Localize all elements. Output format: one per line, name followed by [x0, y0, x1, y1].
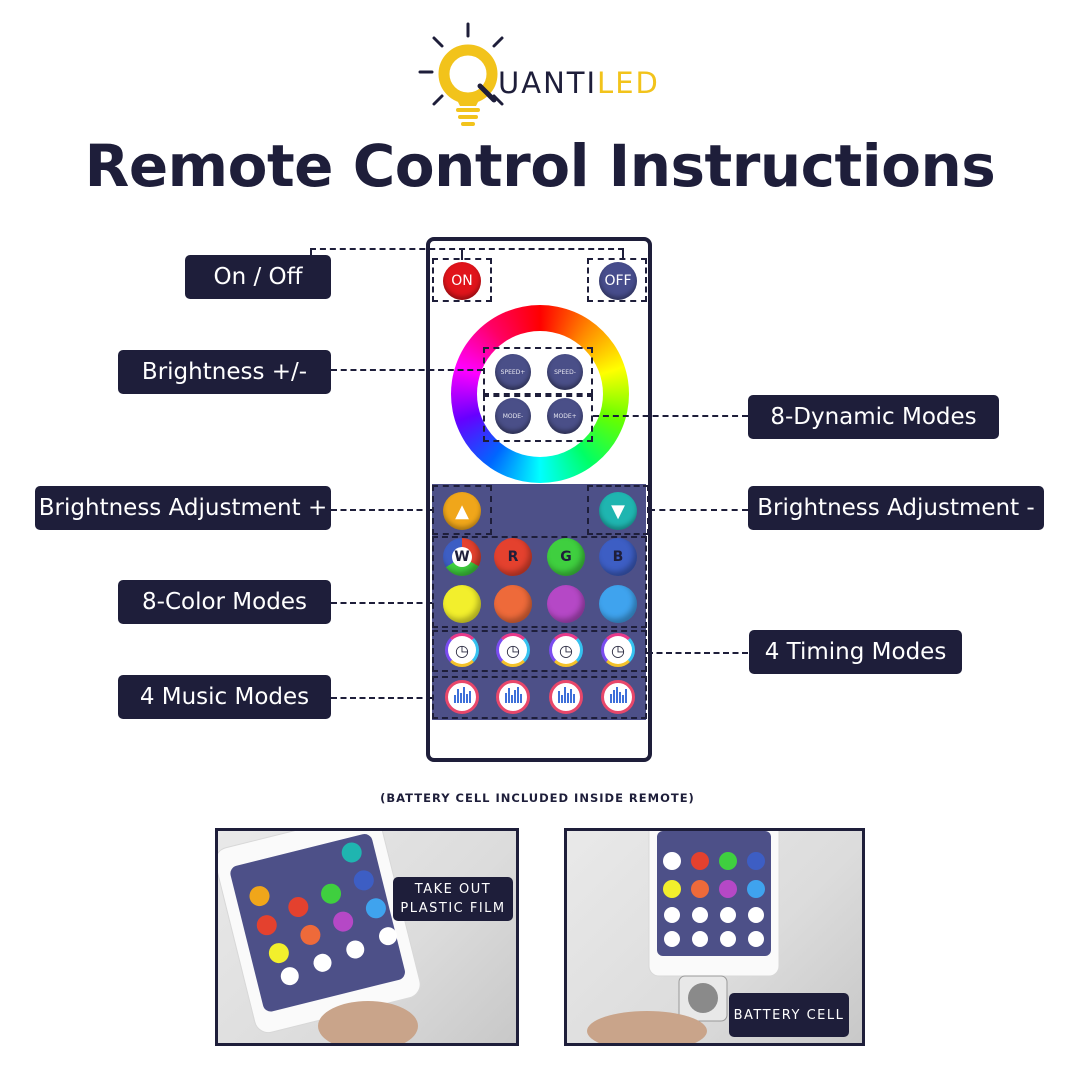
color-button-white[interactable]: W: [443, 538, 481, 576]
color-button-purple[interactable]: [547, 585, 585, 623]
page-title: Remote Control Instructions: [84, 132, 996, 200]
clock-icon: ◷: [506, 640, 520, 660]
arrow-down-icon: ▼: [611, 500, 625, 522]
connector-line: [331, 697, 432, 699]
color-button-orange[interactable]: [494, 585, 532, 623]
label-brightness-pm: Brightness +/-: [118, 350, 331, 394]
brand-logo: UANTILED: [410, 20, 680, 135]
color-button-green[interactable]: G: [547, 538, 585, 576]
mode-prev-button[interactable]: MODE-: [495, 398, 531, 434]
arrow-up-icon: ▲: [455, 500, 469, 522]
speed-down-button[interactable]: SPEED-: [547, 354, 583, 390]
timer-button-4[interactable]: ◷: [601, 633, 635, 667]
off-highlight-box: [587, 258, 647, 302]
music-button-3[interactable]: [549, 680, 583, 714]
speed-up-button[interactable]: SPEED+: [495, 354, 531, 390]
on-highlight-box: [432, 258, 492, 302]
music-button-4[interactable]: [601, 680, 635, 714]
battery-note: (BATTERY CELL INCLUDED INSIDE REMOTE): [380, 791, 695, 805]
brand-name-part1: UANTI: [498, 66, 598, 100]
label-color-modes: 8-Color Modes: [118, 580, 331, 624]
on-button[interactable]: ON: [443, 262, 481, 300]
timing-modes-highlight-box: [432, 630, 647, 672]
color-button-label: W: [452, 547, 472, 567]
tag-take-out-film: TAKE OUT PLASTIC FILM: [393, 877, 513, 921]
tag-battery-cell: BATTERY CELL: [729, 993, 849, 1037]
remote-photo-illustration: [218, 831, 421, 1043]
connector-line: [461, 248, 463, 260]
connector-line: [331, 369, 483, 371]
connector-line: [593, 415, 748, 417]
timer-button-1[interactable]: ◷: [445, 633, 479, 667]
off-button[interactable]: OFF: [599, 262, 637, 300]
music-button-1[interactable]: [445, 680, 479, 714]
label-brightness-up: Brightness Adjustment +: [35, 486, 331, 530]
mode-next-button[interactable]: MODE+: [547, 398, 583, 434]
color-button-blue[interactable]: B: [599, 538, 637, 576]
connector-line: [331, 602, 432, 604]
brightness-down-button[interactable]: ▼: [599, 492, 637, 530]
connector-line: [331, 509, 432, 511]
remote-photo-illustration: [587, 831, 780, 1043]
brightness-pm-highlight-box: [483, 347, 593, 395]
connector-line: [310, 248, 312, 260]
color-button-light-blue[interactable]: [599, 585, 637, 623]
lightbulb-icon: [418, 22, 504, 126]
label-brightness-down: Brightness Adjustment -: [748, 486, 1044, 530]
clock-icon: ◷: [559, 640, 573, 660]
timer-button-3[interactable]: ◷: [549, 633, 583, 667]
connector-line: [649, 509, 748, 511]
music-button-2[interactable]: [496, 680, 530, 714]
connector-line: [622, 248, 624, 260]
connector-line: [647, 652, 748, 654]
brand-name: UANTILED: [498, 66, 660, 100]
label-music-modes: 4 Music Modes: [118, 675, 331, 719]
photo-remove-film: TAKE OUT PLASTIC FILM: [215, 828, 519, 1046]
color-modes-highlight-box: [432, 536, 647, 628]
label-dynamic-modes: 8-Dynamic Modes: [748, 395, 999, 439]
label-timing-modes: 4 Timing Modes: [749, 630, 962, 674]
brand-name-part2: LED: [597, 66, 660, 100]
music-modes-highlight-box: [432, 676, 647, 719]
timer-button-2[interactable]: ◷: [496, 633, 530, 667]
color-button-red[interactable]: R: [494, 538, 532, 576]
brightness-up-button[interactable]: ▲: [443, 492, 481, 530]
photo-battery-cell: BATTERY CELL: [564, 828, 865, 1046]
clock-icon: ◷: [611, 640, 625, 660]
label-on-off: On / Off: [185, 255, 331, 299]
dynamic-modes-highlight-box: [483, 395, 593, 442]
brightness-down-highlight-box: [587, 485, 649, 535]
brightness-up-highlight-box: [432, 485, 492, 535]
clock-icon: ◷: [455, 640, 469, 660]
color-button-yellow[interactable]: [443, 585, 481, 623]
connector-line: [310, 248, 624, 250]
